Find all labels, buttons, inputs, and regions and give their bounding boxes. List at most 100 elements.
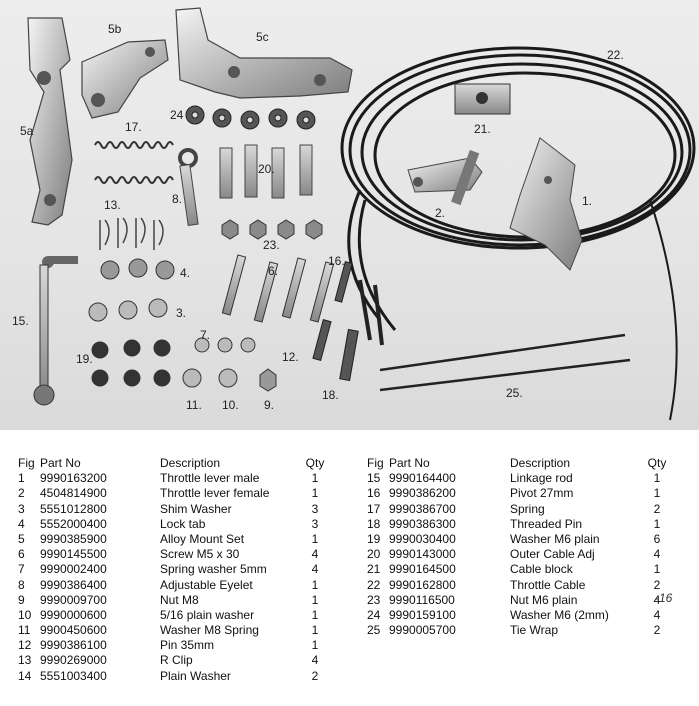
description-cell: Throttle lever male — [160, 471, 260, 486]
description-cell: Throttle lever female — [160, 486, 270, 501]
fig-cell: 3 — [18, 501, 25, 516]
qty-cell: 1 — [311, 486, 319, 501]
header-description: Description — [160, 456, 221, 470]
alloy-mount-5c — [175, 7, 353, 99]
part-no-cell: 9990002400 — [40, 562, 107, 577]
fig-label-23: 23. — [263, 238, 280, 252]
qty-cell: 1 — [311, 531, 319, 546]
pins — [312, 261, 359, 382]
fig-label-15: 15. — [12, 314, 29, 328]
part-no-cell: 9990164500 — [389, 562, 456, 577]
part-no-cell: 9990269000 — [40, 653, 107, 668]
fig-cell: 18 — [367, 516, 381, 531]
description-cell: Cable block — [510, 562, 573, 577]
outer-cable-adjusters — [219, 144, 313, 199]
qty-cell: 1 — [311, 471, 319, 486]
fig-cell: 20 — [367, 547, 381, 562]
part-no-cell: 5551012800 — [40, 501, 107, 516]
fig-label-17: 17. — [125, 120, 142, 134]
part-no-cell: 9990000600 — [40, 607, 107, 622]
qty-cell: 2 — [653, 577, 661, 592]
fig-label-21: 21. — [474, 122, 491, 136]
description-cell: Alloy Mount Set — [160, 531, 245, 546]
parts-photo: 5a 5b 5c 22. 24 17. 21. 20. 8. 13. 2. 1.… — [0, 0, 699, 430]
description-cell: Spring washer 5mm — [160, 562, 267, 577]
fig-cell: 1 — [18, 471, 25, 486]
description-cell: Pivot 27mm — [510, 486, 574, 501]
part-no-cell: 9990005700 — [389, 623, 456, 638]
fig-label-8: 8. — [172, 192, 183, 206]
part-no-cell: 9990159100 — [389, 607, 456, 622]
fig-cell: 19 — [367, 531, 381, 546]
description-cell: Shim Washer — [160, 501, 232, 516]
fig-cell: 23 — [367, 592, 381, 607]
fig-cell: 24 — [367, 607, 381, 622]
description-cell: Pin 35mm — [160, 638, 215, 653]
description-cell: Throttle Cable — [510, 577, 586, 592]
description-cell: 5/16 plain washer — [160, 607, 255, 622]
fig-label-16: 16. — [328, 254, 345, 268]
fig-cell: 17 — [367, 501, 381, 516]
fig-label-12: 12. — [282, 350, 299, 364]
handwritten-note: -16 — [655, 591, 673, 605]
adjustable-eyelet — [178, 148, 199, 226]
description-cell: Adjustable Eyelet — [160, 577, 253, 592]
header-description: Description — [510, 456, 571, 470]
fig-label-11: 11. — [186, 398, 202, 412]
fig-cell: 8 — [18, 577, 25, 592]
part-no-cell: 9990386100 — [40, 638, 107, 653]
part-no-cell: 9990143000 — [389, 547, 456, 562]
description-cell: Linkage rod — [510, 471, 573, 486]
lock-tabs — [100, 258, 175, 280]
fig-cell: 9 — [18, 592, 25, 607]
header-part-no: Part No — [40, 456, 81, 470]
part-no-cell: 9990386300 — [389, 516, 456, 531]
fig-label-1: 1. — [582, 194, 593, 208]
header-fig: Fig — [18, 456, 35, 470]
qty-cell: 2 — [311, 668, 319, 683]
fig-cell: 11 — [18, 623, 31, 638]
alloy-mount-5a — [27, 17, 73, 226]
part-no-cell: 9990163200 — [40, 471, 107, 486]
table-header: Fig Part No Description Qty — [367, 456, 687, 471]
description-cell: Plain Washer — [160, 668, 231, 683]
qty-cell: 1 — [311, 607, 319, 622]
part-no-cell: 5552000400 — [40, 516, 107, 531]
fig-label-25: 25. — [506, 386, 523, 400]
fig-label-10: 10. — [222, 398, 239, 412]
qty-cell: 4 — [311, 653, 319, 668]
plain-washers — [88, 298, 277, 392]
screws-m5 — [221, 254, 335, 323]
description-cell: Washer M8 Spring — [160, 623, 259, 638]
qty-cell: 1 — [311, 592, 319, 607]
part-no-cell: 9990009700 — [40, 592, 107, 607]
fig-cell: 13 — [18, 653, 32, 668]
fig-cell: 25 — [367, 623, 381, 638]
fig-cell: 12 — [18, 638, 32, 653]
fig-label-13: 13. — [104, 198, 121, 212]
description-cell: Washer M6 plain — [510, 531, 600, 546]
fig-cell: 16 — [367, 486, 381, 501]
washers-m6-2mm — [185, 105, 316, 130]
fig-label-20: 20. — [258, 162, 275, 176]
fig-label-5b: 5b — [108, 22, 122, 36]
throttle-lever-female — [407, 149, 483, 206]
part-no-cell: 9990386700 — [389, 501, 456, 516]
fig-cell: 4 — [18, 516, 25, 531]
part-no-cell: 9990145500 — [40, 547, 107, 562]
part-no-cell: 9990386400 — [40, 577, 107, 592]
